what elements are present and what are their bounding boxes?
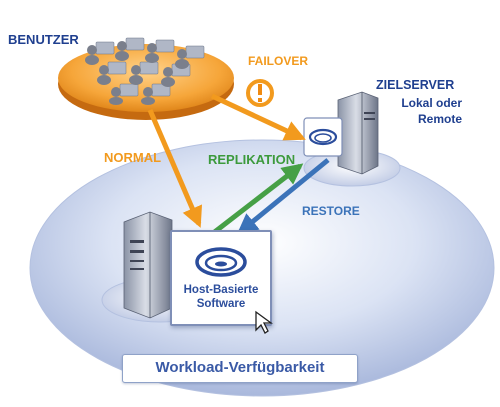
software-label-line2: Software [196,298,246,310]
exclamation-warning-icon [246,79,274,107]
software-logo-icon [195,247,247,277]
software-label-line1: Host-Basierte [183,284,259,296]
location-label-line1: Lokal oder [401,96,462,110]
workload-label: Workload-Verfügbarkeit [155,359,325,376]
target-logo-icon [303,117,343,157]
mouse-pointer-icon [255,310,273,334]
restore-arrow [236,158,330,235]
users-group-icon [58,37,234,120]
restore-label: RESTORE [302,204,360,218]
normal-arrow [147,109,203,228]
location-label-line2: Remote [417,112,462,126]
failover-label: FAILOVER [248,54,309,68]
target-server-icon [303,91,401,187]
workload-banner: Workload-Verfügbarkeit [122,354,358,383]
replication-label: REPLIKATION [208,152,296,167]
replication-arrow [210,163,304,236]
host-software-box: Host-Basierte Software [170,230,272,326]
users-label: BENUTZER [8,32,79,47]
normal-label: NORMAL [104,150,162,165]
target-server-label: ZIELSERVER [376,78,455,92]
failover-arrow [210,93,306,141]
